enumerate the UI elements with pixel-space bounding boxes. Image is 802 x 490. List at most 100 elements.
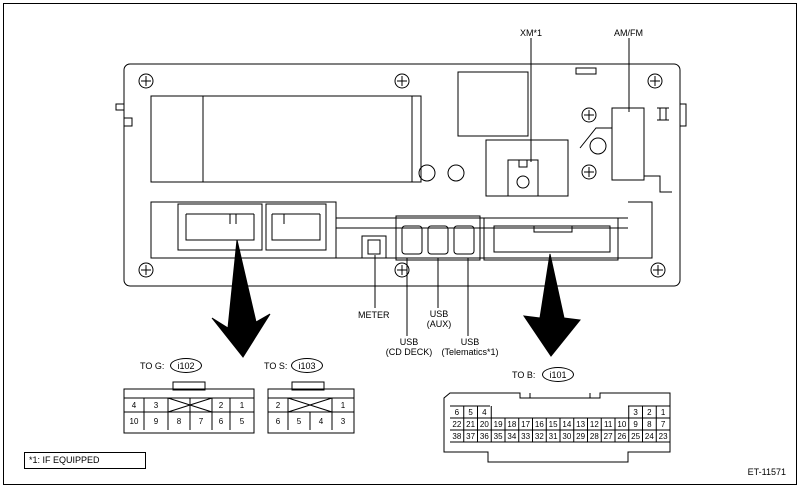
pin-label: 25 [631,432,641,441]
pin-label: 35 [493,432,503,441]
pin-label: 3 [340,417,346,426]
connector-b-housing [483,217,619,261]
diagram-frame [3,3,797,485]
pin-label: 10 [129,417,139,426]
pin-label: 4 [318,417,324,426]
pin-label: 6 [218,417,224,426]
h-clip [657,107,669,121]
right-bracket [680,103,687,127]
pin-label: 5 [296,417,302,426]
usb-telematics-line2: (Telematics*1) [441,347,499,357]
audio-unit-body [123,63,681,287]
pin-label: 14 [562,420,572,429]
footnote: *1: IF EQUIPPED [24,452,146,469]
pin-label: 36 [479,432,489,441]
pin-label: 1 [239,401,245,410]
am-fm-jack [589,137,607,155]
usb-aux-label: USB (AUX) [420,309,458,329]
am-fm-label: AM/FM [614,28,643,38]
pin-label: 7 [660,420,666,429]
pin-label: 6 [275,417,281,426]
connector-b-detail [493,225,611,253]
am-fm-connector [611,107,645,181]
left-bracket [115,103,133,127]
screw-icon [650,262,666,278]
pin-label: 24 [644,432,654,441]
pin-label: 6 [454,408,460,417]
usb-telematics-line1: USB [460,337,480,347]
connector-g-face [123,381,255,434]
usb-block [395,215,481,261]
pin-label: 29 [576,432,586,441]
screw-icon [138,73,154,89]
meter-label: METER [358,310,390,320]
top-tab [575,67,597,75]
arrow-down-icon [522,253,581,357]
connector-b-id: i101 [542,367,574,382]
usb-aux-line2: (AUX) [426,319,452,329]
round-boss [418,164,436,182]
pin-label: 30 [562,432,572,441]
pin-label: 10 [617,420,627,429]
screw-icon [138,262,154,278]
usb-cd-label: USB (CD DECK) [384,337,434,357]
meter-connector [361,235,387,259]
pin-label: 20 [479,420,489,429]
pin-label: 23 [658,432,668,441]
xm-housing [457,71,529,137]
pin-label: 19 [493,420,503,429]
figure-code: ET-11571 [747,467,786,477]
connector-g-id: i102 [170,358,202,373]
xm-bracket [485,139,569,197]
pin-label: 18 [507,420,517,429]
screw-icon [581,107,597,123]
pin-label: 33 [521,432,531,441]
usb-aux-connector [427,225,449,255]
pin-label: 15 [548,420,558,429]
connector-s-face [267,381,355,434]
xm-latch [518,160,528,168]
pin-label: 9 [153,417,159,426]
lower-rails [336,201,653,259]
pin-label: 17 [521,420,531,429]
pin-label: 1 [660,408,666,417]
screw-icon [647,73,663,89]
xm-connector [507,159,539,197]
usb-cd-line2: (CD DECK) [385,347,433,357]
pin-label: 11 [603,420,613,429]
screw-icon [581,164,597,180]
connector-b-prefix: TO B: [512,370,536,380]
connector-g-detail [185,213,255,241]
connector-g-prefix: TO G: [140,361,165,371]
connector-g-housing [177,203,263,251]
usb-cd-connector [401,225,423,255]
pin-label: 37 [466,432,476,441]
am-fm-bracket [579,127,612,149]
usb-telematics-connector [453,225,475,255]
pin-label: 5 [468,408,473,417]
screw-icon [394,73,410,89]
pin-label: 7 [198,417,204,426]
pin-label: 31 [548,432,558,441]
pin-label: 34 [507,432,517,441]
connector-s-detail [271,213,321,241]
pin-label: 4 [131,401,137,410]
pin-label: 3 [633,408,638,417]
pin-label: 38 [452,432,462,441]
pin-label: 2 [218,401,224,410]
display-window [202,95,413,183]
pin-label: 26 [617,432,627,441]
pin-label: 9 [633,420,638,429]
pin-label: 1 [340,401,346,410]
meter-socket [367,239,381,255]
pin-label: 4 [482,408,487,417]
pin-label: 13 [576,420,586,429]
pin-label: 8 [647,420,652,429]
screw-icon [394,262,410,278]
pin-label: 5 [239,417,245,426]
pin-label: 3 [153,401,159,410]
connector-s-id: i103 [291,358,323,373]
pin-label: 2 [647,408,652,417]
left-panel [150,95,422,183]
pin-label: 8 [176,417,182,426]
